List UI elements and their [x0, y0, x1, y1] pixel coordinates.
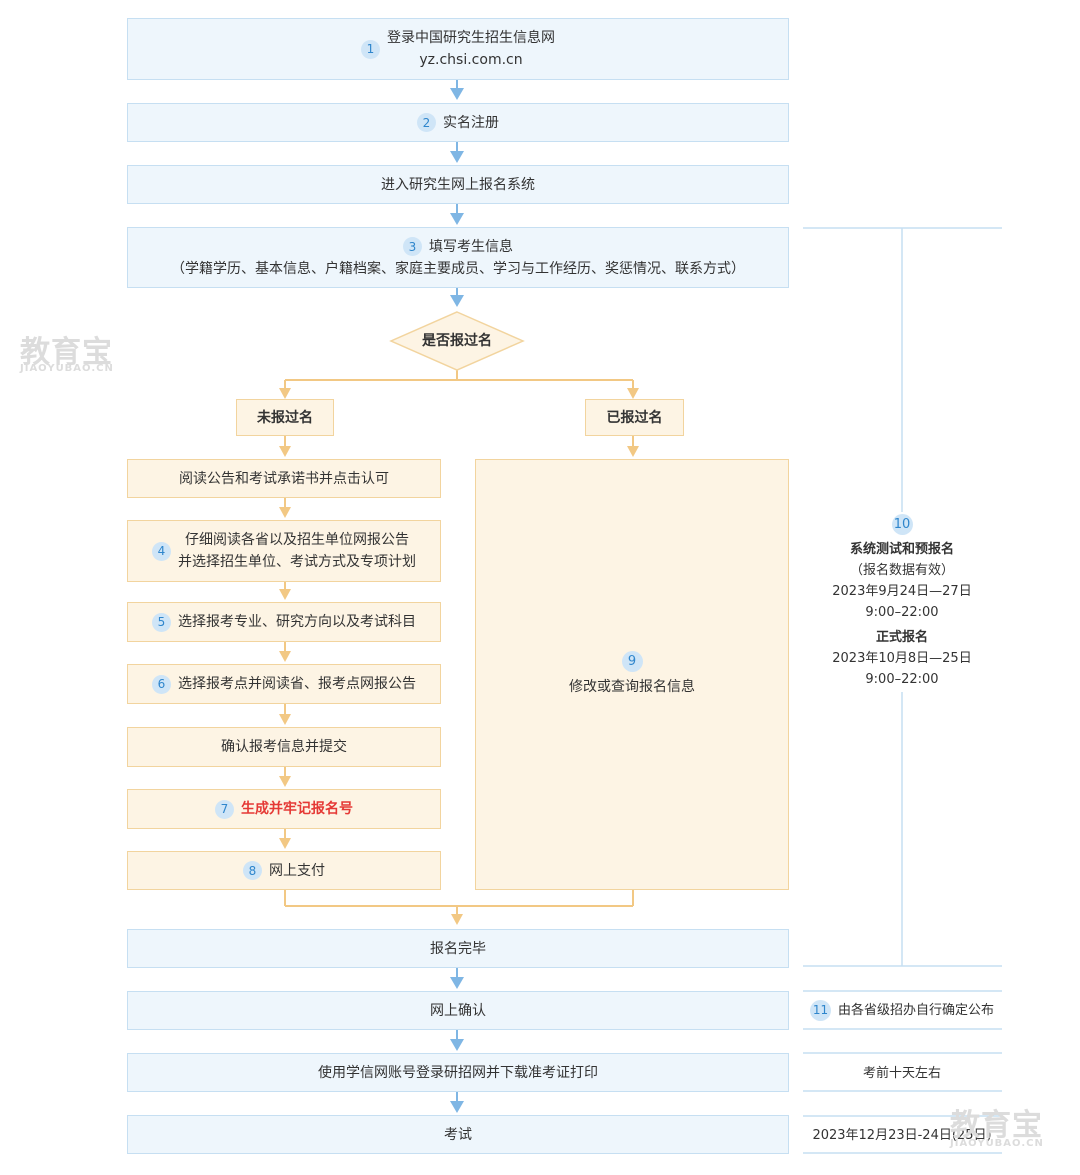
login-title: 登录中国研究生招生信息网 — [387, 30, 555, 46]
decision-label: 是否报过名 — [422, 333, 492, 349]
step-fill-info: 3 填写考生信息 （学籍学历、基本信息、户籍档案、家庭主要成员、学习与工作经历、… — [127, 227, 789, 288]
step-read-notice: 阅读公告和考试承诺书并点击认可 — [127, 459, 441, 498]
select-unit-line1: 仔细阅读各省以及招生单位网报公告 — [185, 532, 409, 548]
confirm-note-label: 由各省级招办自行确定公布 — [837, 1003, 994, 1018]
print-ticket-label: 使用学信网账号登录研招网并下载准考证打印 — [318, 1064, 598, 1081]
generate-number-label: 生成并牢记报名号 — [241, 801, 353, 817]
side-before-exam: 考前十天左右 — [806, 1059, 998, 1087]
step-register: 2 实名注册 — [127, 103, 789, 142]
step-enter-system: 进入研究生网上报名系统 — [127, 165, 789, 204]
online-payment-label: 网上支付 — [269, 862, 325, 879]
enter-system-label: 进入研究生网上报名系统 — [381, 176, 535, 193]
step-modify-query: 9 修改或查询报名信息 — [475, 459, 789, 890]
branch-not-registered: 未报过名 — [236, 399, 334, 436]
formal-registration-date: 2023年10月8日—25日 — [832, 651, 972, 666]
step-select-major: 5 选择报考专业、研究方向以及考试科目 — [127, 602, 441, 642]
select-unit-line2: 并选择招生单位、考试方式及专项计划 — [178, 554, 416, 570]
step-badge-5: 5 — [152, 612, 171, 632]
select-major-label: 选择报考专业、研究方向以及考试科目 — [178, 614, 416, 630]
step-badge-11: 11 — [809, 1000, 831, 1021]
modify-query-label: 修改或查询报名信息 — [569, 679, 695, 695]
exam-label: 考试 — [444, 1126, 472, 1143]
step-badge-6: 6 — [152, 674, 171, 694]
step-badge-2: 2 — [417, 113, 436, 132]
fill-info-details: （学籍学历、基本信息、户籍档案、家庭主要成员、学习与工作经历、奖惩情况、联系方式… — [171, 260, 745, 277]
step-badge-7: 7 — [215, 799, 234, 819]
decision-diamond — [389, 311, 525, 371]
pre-registration-time: 9:00–22:00 — [865, 605, 939, 620]
step-online-confirm: 网上确认 — [127, 991, 789, 1030]
online-confirm-label: 网上确认 — [430, 1002, 486, 1019]
side-registration-schedule: 10 系统测试和预报名 （报名数据有效） 2023年9月24日—27日 9:00… — [812, 512, 992, 692]
formal-registration-title: 正式报名 — [875, 630, 928, 645]
step-print-ticket: 使用学信网账号登录研招网并下载准考证打印 — [127, 1053, 789, 1092]
watermark-text-left: JIAOYUBAO.CN — [20, 363, 114, 374]
watermark-text-right: JIAOYUBAO.CN — [950, 1138, 1044, 1149]
side-exam-date: 2023年12月23日-24日(25日) — [812, 1127, 992, 1143]
done-label: 报名完毕 — [430, 940, 486, 957]
step-confirm-submit: 确认报考信息并提交 — [127, 727, 441, 767]
watermark-logo-left: 教育宝 — [20, 335, 113, 370]
step-badge-9: 9 — [621, 651, 643, 672]
step-select-site: 6 选择报考点并阅读省、报考点网报公告 — [127, 664, 441, 704]
step-done: 报名完毕 — [127, 929, 789, 968]
orange-arrows — [279, 368, 639, 925]
step-generate-number: 7 生成并牢记报名号 — [127, 789, 441, 829]
step-badge-8: 8 — [243, 861, 262, 880]
pre-registration-date: 2023年9月24日—27日 — [832, 584, 972, 599]
fill-info-title: 填写考生信息 — [429, 238, 513, 255]
step-exam: 考试 — [127, 1115, 789, 1154]
login-url[interactable]: yz.chsi.com.cn — [419, 52, 523, 68]
pre-registration-title: 系统测试和预报名 — [849, 542, 954, 557]
side-confirm-note: 11 由各省级招办自行确定公布 — [806, 996, 998, 1025]
pre-registration-note: （报名数据有效） — [849, 563, 954, 578]
branch-registered: 已报过名 — [585, 399, 684, 436]
read-notice-label: 阅读公告和考试承诺书并点击认可 — [179, 470, 389, 487]
formal-registration-time: 9:00–22:00 — [865, 672, 939, 687]
register-label: 实名注册 — [443, 114, 499, 131]
confirm-submit-label: 确认报考信息并提交 — [221, 739, 347, 755]
step-badge-4: 4 — [152, 541, 171, 561]
step-login: 1 登录中国研究生招生信息网 yz.chsi.com.cn — [127, 18, 789, 80]
step-select-unit: 4 仔细阅读各省以及招生单位网报公告 并选择招生单位、考试方式及专项计划 — [127, 520, 441, 582]
step-badge-3: 3 — [403, 237, 422, 256]
blue-arrows — [450, 80, 464, 1113]
step-badge-10: 10 — [891, 514, 913, 535]
watermark-logo-right: 教育宝 — [950, 1108, 1043, 1143]
step-online-payment: 8 网上支付 — [127, 851, 441, 890]
select-site-label: 选择报考点并阅读省、报考点网报公告 — [178, 676, 416, 692]
side-lines — [803, 227, 1002, 1154]
step-badge-1: 1 — [361, 39, 380, 59]
